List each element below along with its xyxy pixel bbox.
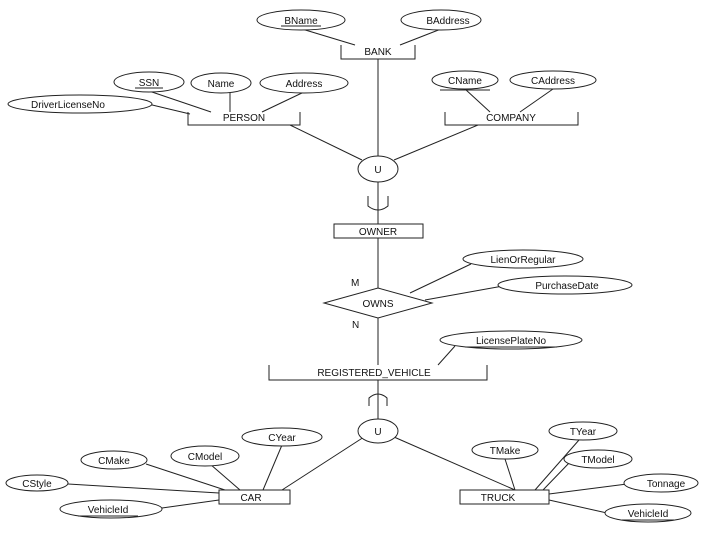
attr-purchase-date: PurchaseDate (497, 275, 633, 295)
vehicle-union-circle: U (357, 418, 399, 444)
attr-address-label: Address (286, 79, 323, 90)
attr-baddress-label: BAddress (426, 16, 469, 27)
subset-symbols (367, 196, 389, 406)
attr-address: Address (259, 72, 349, 94)
cardinality-n: N (352, 320, 359, 331)
attr-cname-label: CName (448, 76, 482, 87)
person-entity: PERSON (187, 112, 301, 126)
attr-license-plate-no-label: LicensePlateNo (476, 336, 546, 347)
attr-cyear-label: CYear (268, 433, 296, 444)
attr-driver-license-no: DriverLicenseNo (7, 94, 153, 114)
attr-name-label: Name (208, 79, 235, 90)
owner-union-circle: U (357, 155, 399, 183)
attr-tmodel: TModel (563, 449, 633, 469)
truck-entity-label: TRUCK (481, 493, 516, 504)
car-entity: CAR (218, 489, 291, 505)
attr-tyear: TYear (548, 421, 618, 441)
attr-ssn-label: SSN (139, 78, 160, 89)
owner-union-label: U (374, 165, 381, 176)
owns-relationship-label: OWNS (362, 299, 393, 310)
owner-subset-symbol (367, 196, 389, 211)
attr-cstyle: CStyle (5, 474, 69, 492)
attr-driver-license-no-label: DriverLicenseNo (31, 100, 105, 111)
attr-tonnage: Tonnage (623, 473, 699, 493)
registered-vehicle-entity-label: REGISTERED_VEHICLE (317, 368, 431, 379)
attr-cmodel-label: CModel (188, 452, 222, 463)
vehicle-union-label: U (374, 427, 381, 438)
attr-caddress: CAddress (509, 70, 597, 90)
attr-cstyle-label: CStyle (22, 479, 52, 490)
attr-cname: CName (431, 70, 499, 91)
attr-tmodel-label: TModel (581, 455, 614, 466)
attr-cmake: CMake (80, 450, 148, 470)
attr-car-vehicle-id: VehicleId (59, 499, 163, 519)
attr-license-plate-no: LicensePlateNo (439, 330, 583, 350)
attr-baddress: BAddress (400, 9, 482, 31)
truck-entity: TRUCK (459, 489, 550, 505)
company-entity-label: COMPANY (486, 113, 536, 124)
bank-entity: BANK (340, 45, 416, 60)
attr-tyear-label: TYear (570, 427, 597, 438)
attr-tmake-label: TMake (490, 446, 521, 457)
attr-purchase-date-label: PurchaseDate (535, 281, 599, 292)
cardinality-m: M (351, 278, 359, 289)
attr-car-vehicle-id-label: VehicleId (88, 505, 129, 516)
company-entity: COMPANY (444, 112, 579, 126)
attr-cmake-label: CMake (98, 456, 130, 467)
owner-entity-label: OWNER (359, 227, 397, 238)
attr-tonnage-label: Tonnage (647, 479, 686, 490)
attr-bname-label: BName (284, 16, 318, 27)
owns-relationship: OWNS (322, 287, 434, 319)
bank-entity-label: BANK (364, 47, 392, 58)
attr-ssn: SSN (113, 71, 185, 93)
attr-tmake: TMake (471, 440, 539, 460)
attr-cmodel: CModel (170, 445, 240, 467)
attr-caddress-label: CAddress (531, 76, 575, 87)
connector-lines (67, 28, 628, 514)
attr-lien-or-regular-label: LienOrRegular (490, 255, 556, 266)
attr-bname: BName (256, 9, 346, 31)
vehicle-subset-symbol (368, 393, 388, 406)
person-entity-label: PERSON (223, 113, 265, 124)
owner-entity: OWNER (333, 223, 424, 239)
attr-truck-vehicle-id-label: VehicleId (628, 509, 669, 520)
attr-truck-vehicle-id: VehicleId (604, 503, 692, 523)
attr-lien-or-regular: LienOrRegular (462, 249, 584, 269)
registered-vehicle-entity: REGISTERED_VEHICLE (268, 365, 488, 381)
attr-name: Name (190, 72, 252, 94)
car-entity-label: CAR (240, 493, 261, 504)
attr-cyear: CYear (241, 427, 323, 447)
